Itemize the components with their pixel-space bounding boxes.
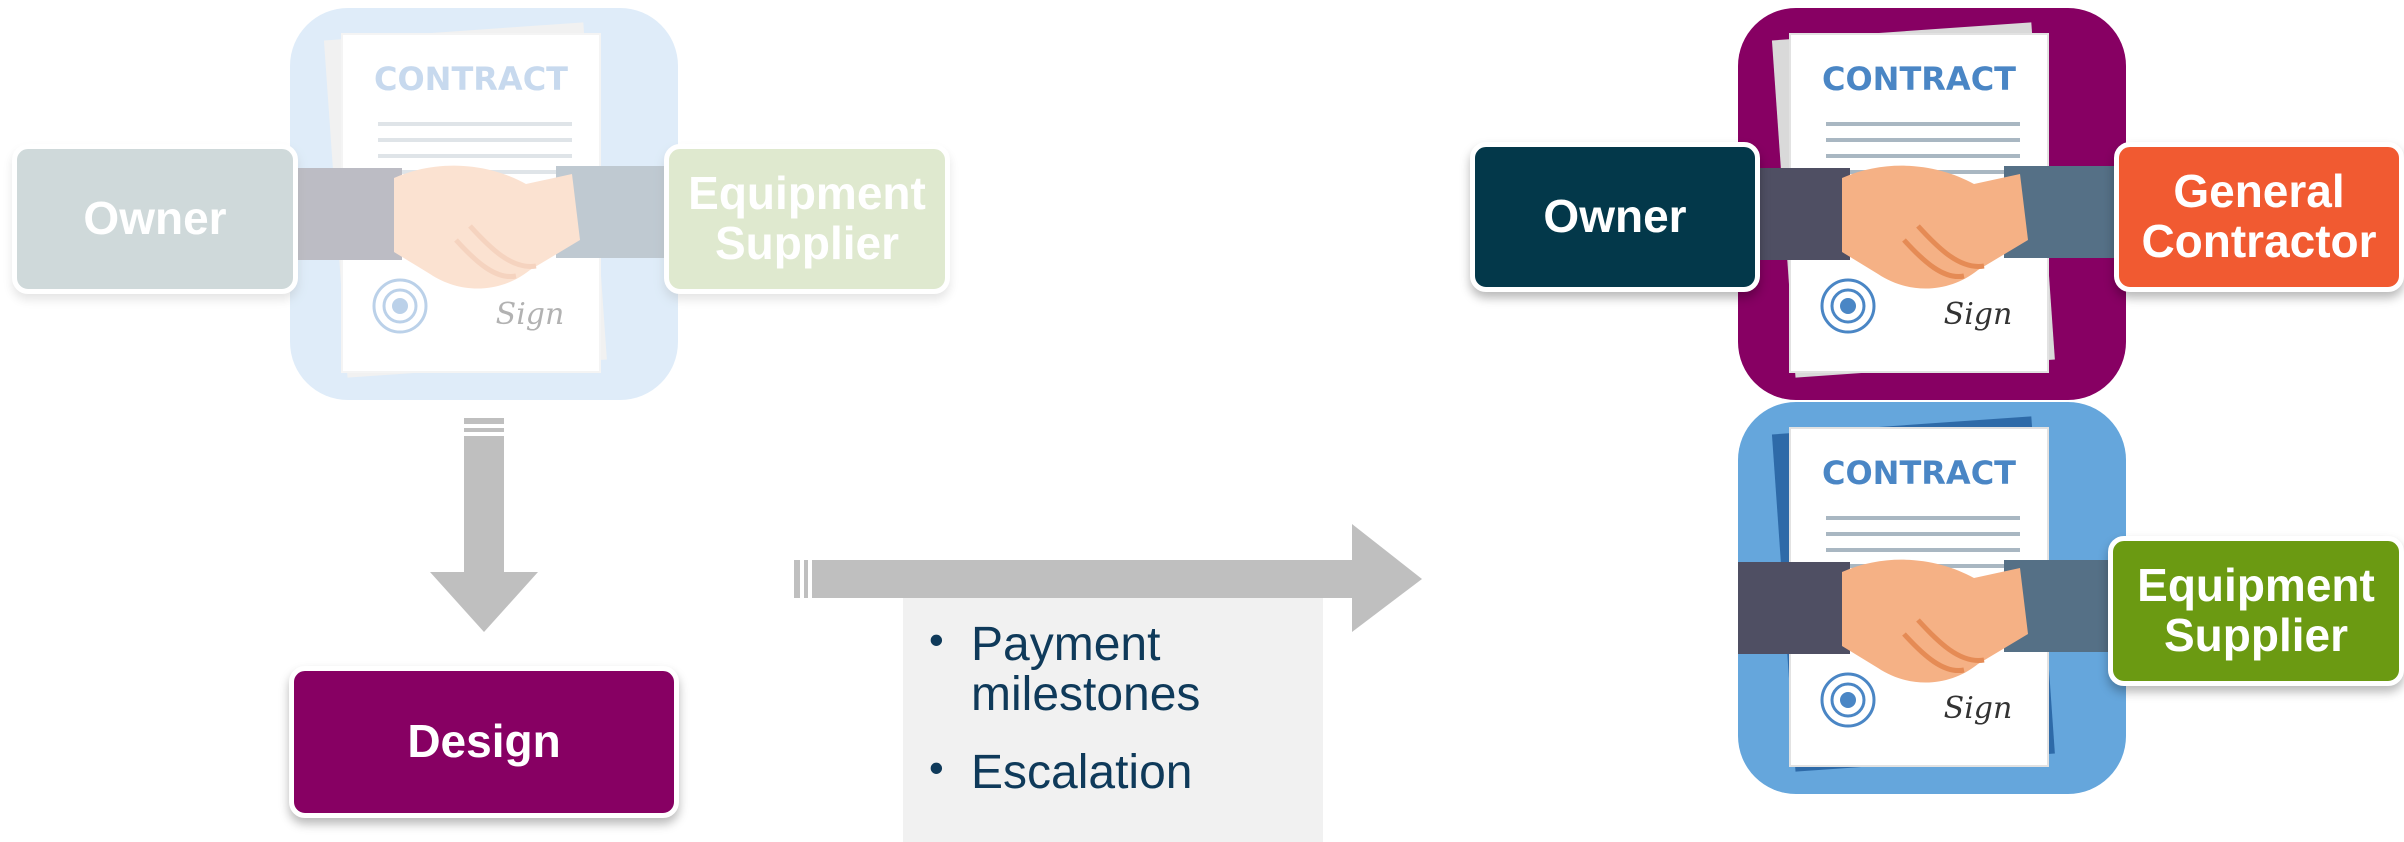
contract-title: CONTRACT [374, 60, 568, 98]
owner-box: Owner [1470, 142, 1760, 292]
contract-tile-top: CONTRACT Sign [1738, 8, 2126, 400]
bullet: • [929, 616, 944, 663]
terms-list: • Payment milestones • Escalation [903, 598, 1323, 798]
contract-handshake-icon: CONTRACT Sign [290, 8, 678, 400]
equipment-supplier-box: Equipment Supplier [2108, 536, 2404, 686]
sign-text: Sign [496, 297, 565, 332]
equipment-supplier-box-faded: Equipment Supplier [664, 144, 950, 294]
down-arrow [430, 418, 538, 632]
sign-text: Sign [1944, 297, 2013, 332]
escalation-text: Escalation [971, 745, 1193, 799]
contract-tile-bottom: CONTRACT Sign [1738, 402, 2126, 794]
sign-text: Sign [1944, 691, 2013, 726]
general-contractor-box: General Contractor [2114, 142, 2404, 292]
bullet: • [929, 743, 944, 791]
list-item: • Payment milestones [903, 616, 1323, 722]
owner-box-faded: Owner [12, 144, 298, 294]
contract-handshake-icon: CONTRACT Sign [1738, 402, 2126, 794]
contract-title: CONTRACT [1822, 454, 2016, 492]
contract-tile-left: CONTRACT Sign [290, 8, 678, 400]
right-arrow [794, 524, 1422, 632]
terms-panel: • Payment milestones • Escalation [903, 598, 1323, 842]
design-box: Design [289, 666, 679, 818]
payment-milestones-text: Payment milestones [971, 618, 1201, 722]
contract-handshake-icon: CONTRACT Sign [1738, 8, 2126, 400]
list-item: • Escalation [903, 743, 1323, 799]
contract-title: CONTRACT [1822, 60, 2016, 98]
